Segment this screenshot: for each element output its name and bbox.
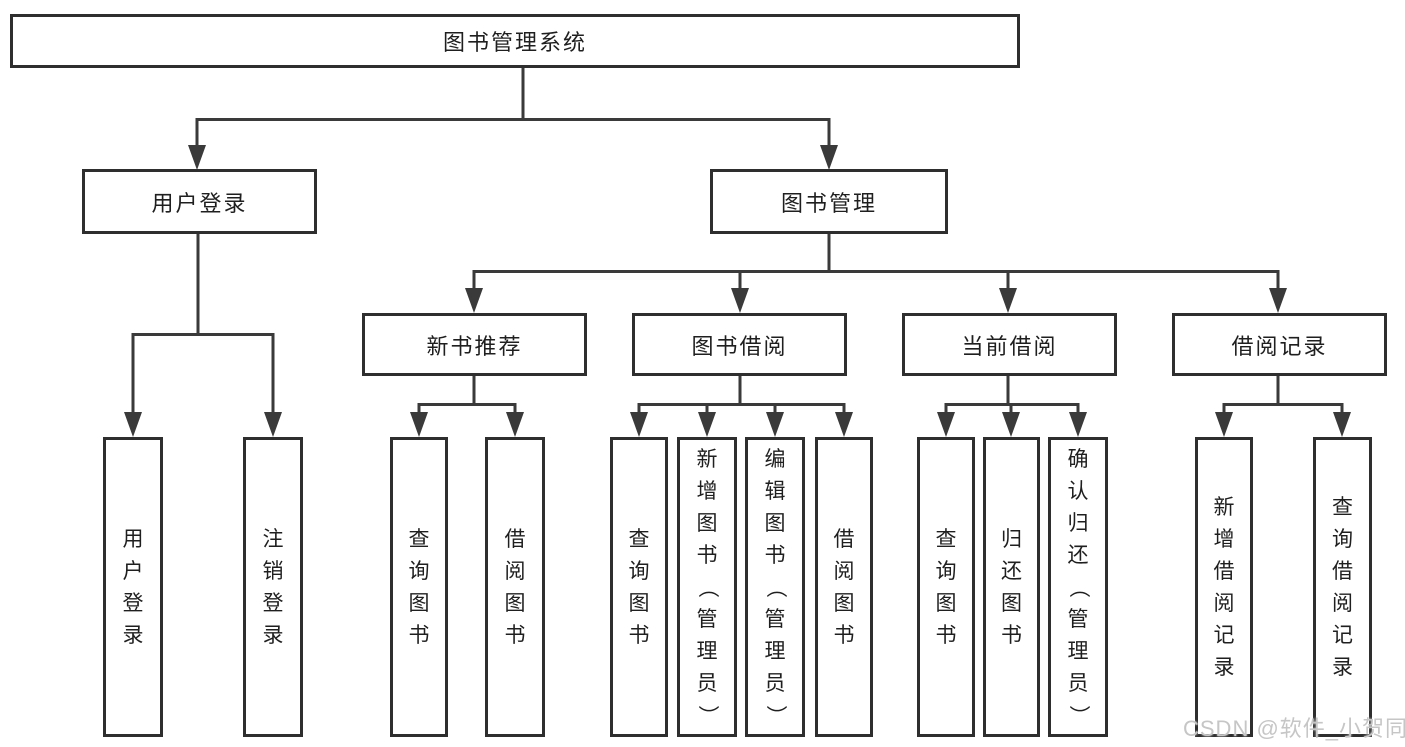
- node-leaf-query-borrow-record: 查询借阅记录: [1313, 437, 1372, 737]
- node-label: 借阅图书: [833, 527, 855, 647]
- node-label: 当前借阅: [961, 333, 1058, 359]
- arrowhead-icon: [698, 412, 716, 437]
- node-leaf-borrow-books: 借阅图书: [815, 437, 873, 737]
- node-current-borrow: 当前借阅: [902, 313, 1117, 376]
- node-label: 新增图书（管理员）: [695, 447, 719, 726]
- node-leaf-logout: 注销登录: [243, 437, 303, 737]
- node-label: 图书管理: [780, 190, 877, 216]
- arrowhead-icon: [410, 412, 428, 437]
- node-leaf-add-books-admin: 新增图书（管理员）: [677, 437, 737, 737]
- node-leaf-return-books: 归还图书: [983, 437, 1040, 737]
- node-label: 查询图书: [408, 527, 430, 647]
- node-leaf-user-login: 用户登录: [103, 437, 163, 737]
- node-label: 用户登录: [122, 527, 144, 647]
- node-leaf-borrow-query-books: 查询图书: [610, 437, 668, 737]
- node-label: 归还图书: [1001, 527, 1022, 647]
- arrowhead-icon: [731, 288, 749, 313]
- node-new-book-recommend: 新书推荐: [362, 313, 587, 376]
- arrowhead-icon: [124, 412, 142, 437]
- arrowhead-icon: [264, 412, 282, 437]
- arrowhead-icon: [1269, 288, 1287, 313]
- arrowhead-icon: [1002, 412, 1020, 437]
- arrowhead-icon: [1069, 412, 1087, 437]
- node-leaf-add-borrow-record: 新增借阅记录: [1195, 437, 1253, 737]
- node-label: 借阅记录: [1231, 333, 1328, 359]
- node-user-login: 用户登录: [82, 169, 317, 234]
- arrowhead-icon: [506, 412, 524, 437]
- node-leaf-confirm-return-admin: 确认归还（管理员）: [1048, 437, 1108, 737]
- node-label: 新书推荐: [426, 333, 523, 359]
- node-label: 查询图书: [935, 527, 957, 647]
- arrowhead-icon: [1333, 412, 1351, 437]
- node-label: 确认归还（管理员）: [1066, 447, 1090, 726]
- arrowhead-icon: [1215, 412, 1233, 437]
- node-label: 编辑图书（管理员）: [763, 447, 787, 726]
- node-label: 用户登录: [151, 190, 248, 216]
- node-root-system: 图书管理系统: [10, 14, 1020, 68]
- arrowhead-icon: [937, 412, 955, 437]
- node-label: 借阅图书: [504, 527, 526, 647]
- arrowhead-icon: [835, 412, 853, 437]
- node-label: 查询图书: [628, 527, 650, 647]
- arrowhead-icon: [820, 145, 838, 170]
- arrowhead-icon: [188, 145, 206, 170]
- node-book-borrow: 图书借阅: [632, 313, 847, 376]
- node-label: 新增借阅记录: [1213, 495, 1235, 679]
- node-label: 图书管理系统: [442, 30, 587, 55]
- node-book-management: 图书管理: [710, 169, 948, 234]
- node-leaf-current-query-books: 查询图书: [917, 437, 975, 737]
- node-borrow-record: 借阅记录: [1172, 313, 1387, 376]
- node-leaf-recommend-query-books: 查询图书: [390, 437, 448, 737]
- node-leaf-edit-books-admin: 编辑图书（管理员）: [745, 437, 805, 737]
- arrowhead-icon: [630, 412, 648, 437]
- node-leaf-recommend-borrow-books: 借阅图书: [485, 437, 545, 737]
- arrowhead-icon: [465, 288, 483, 313]
- arrowhead-icon: [766, 412, 784, 437]
- csdn-watermark: CSDN @软件_小贺同学: [1183, 716, 1405, 741]
- node-label: 图书借阅: [691, 333, 788, 359]
- node-label: 查询借阅记录: [1332, 495, 1353, 679]
- arrowhead-icon: [999, 288, 1017, 313]
- node-label: 注销登录: [262, 527, 284, 647]
